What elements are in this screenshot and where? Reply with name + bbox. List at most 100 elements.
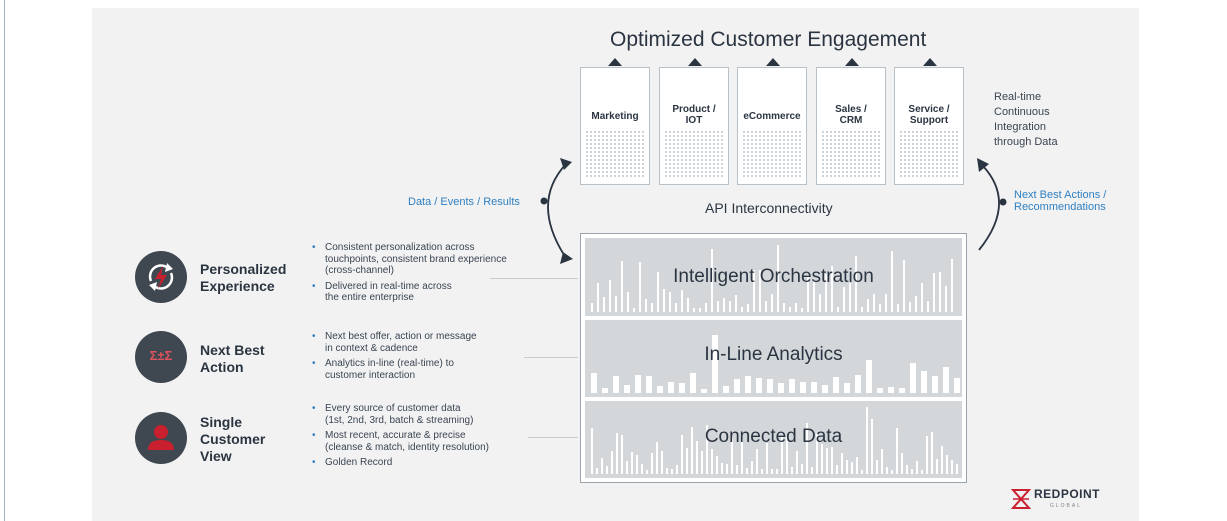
- channel-card-ecommerce: eCommerce: [737, 67, 807, 185]
- texture-bar: [789, 307, 791, 312]
- texture-bar: [903, 260, 905, 312]
- texture-bar: [771, 294, 773, 312]
- channel-card-sales: Sales / CRM: [816, 67, 886, 185]
- layer-label: Connected Data: [704, 426, 843, 447]
- texture-bar: [621, 435, 623, 474]
- texture-bar: [616, 433, 618, 474]
- channel-data-dots: [821, 130, 881, 178]
- texture-bar: [627, 292, 629, 312]
- texture-bar: [676, 465, 678, 474]
- texture-bar: [651, 303, 653, 312]
- texture-bar: [705, 303, 707, 312]
- texture-bar: [729, 301, 731, 312]
- texture-bar: [776, 469, 778, 474]
- feature-title-personalized: Personalized Experience: [200, 261, 287, 294]
- layer-label: In-Line Analytics: [704, 344, 843, 365]
- left-flow-label: Data / Events / Results: [408, 196, 520, 208]
- texture-bar: [690, 373, 696, 393]
- texture-bar: [657, 272, 659, 312]
- texture-bar: [693, 308, 695, 312]
- texture-bar: [886, 467, 888, 474]
- texture-bar: [635, 375, 641, 393]
- texture-bar: [921, 371, 927, 393]
- bullet-item: Golden Record: [312, 457, 489, 469]
- texture-bar: [741, 435, 743, 474]
- texture-bar: [791, 467, 793, 474]
- texture-bar: [611, 451, 613, 474]
- texture-bar: [867, 299, 869, 312]
- texture-bar: [641, 464, 643, 474]
- feature-title-next-best: Next Best Action: [200, 342, 265, 375]
- texture-bar: [723, 298, 725, 312]
- texture-bar: [761, 469, 763, 474]
- texture-bar: [811, 382, 817, 393]
- texture-bar: [849, 283, 851, 312]
- texture-bar: [681, 290, 683, 312]
- texture-bar: [686, 448, 688, 474]
- texture-bar: [656, 442, 658, 474]
- diagram-title: Optimized Customer Engagement: [610, 28, 927, 51]
- bullet-item: Most recent, accurate & precise (cleanse…: [312, 430, 489, 453]
- texture-bar: [601, 458, 603, 474]
- channel-arrow-ecommerce: [766, 58, 780, 66]
- texture-bar: [789, 379, 795, 393]
- texture-bar: [866, 407, 868, 474]
- analytics-bars: [585, 320, 962, 397]
- texture-bar: [624, 385, 630, 393]
- texture-bar: [756, 378, 762, 393]
- texture-bar: [926, 436, 928, 474]
- texture-bar: [639, 262, 641, 312]
- texture-bar: [941, 446, 943, 474]
- texture-bar: [717, 301, 719, 312]
- next-best-bullets: Next best offer, action or message in co…: [312, 331, 477, 385]
- texture-bar: [933, 273, 935, 312]
- texture-bar: [781, 437, 783, 474]
- channel-data-dots: [742, 130, 802, 178]
- texture-bar: [746, 468, 748, 474]
- texture-bar: [751, 461, 753, 474]
- bullet-item: Every source of customer data (1st, 2nd,…: [312, 403, 489, 426]
- texture-bar: [851, 462, 853, 474]
- texture-bar: [945, 286, 947, 312]
- texture-bar: [915, 296, 917, 312]
- texture-bar: [909, 302, 911, 312]
- texture-bar: [777, 245, 779, 312]
- texture-bar: [741, 307, 743, 312]
- personalized-bullets: Consistent personalization across touchp…: [312, 242, 507, 308]
- texture-bar: [881, 449, 883, 474]
- channel-arrow-marketing: [608, 58, 622, 66]
- user-icon: [148, 425, 174, 450]
- personalized-experience-badge: [135, 251, 187, 303]
- texture-bar: [956, 464, 958, 474]
- texture-bar: [801, 308, 803, 312]
- texture-bar: [901, 453, 903, 474]
- texture-bar: [711, 249, 713, 312]
- redpoint-logo-subtext: GLOBAL: [1050, 503, 1083, 509]
- connector-personalized: [490, 278, 578, 279]
- texture-bar: [731, 438, 733, 474]
- texture-bar: [906, 465, 908, 474]
- channel-data-dots: [585, 130, 645, 178]
- texture-bar: [954, 378, 960, 393]
- channel-label: eCommerce: [743, 111, 801, 122]
- texture-bar: [603, 297, 605, 312]
- single-view-bullets: Every source of customer data (1st, 2nd,…: [312, 403, 489, 473]
- redpoint-logo-mark: [1011, 489, 1031, 509]
- texture-bar: [723, 386, 729, 393]
- texture-bar: [943, 367, 949, 393]
- connected-data-bars: [585, 401, 962, 478]
- texture-bar: [771, 469, 773, 474]
- texture-bar: [846, 460, 848, 474]
- texture-bar: [826, 448, 828, 474]
- texture-bar: [747, 304, 749, 312]
- texture-bar: [736, 465, 738, 474]
- texture-bar: [597, 283, 599, 312]
- texture-bar: [833, 377, 839, 393]
- texture-bar: [721, 463, 723, 474]
- texture-bar: [631, 452, 633, 474]
- texture-bar: [699, 308, 701, 312]
- texture-bar: [646, 376, 652, 393]
- orchestration-bars: [585, 238, 962, 316]
- texture-bar: [711, 449, 713, 474]
- texture-bar: [679, 383, 685, 393]
